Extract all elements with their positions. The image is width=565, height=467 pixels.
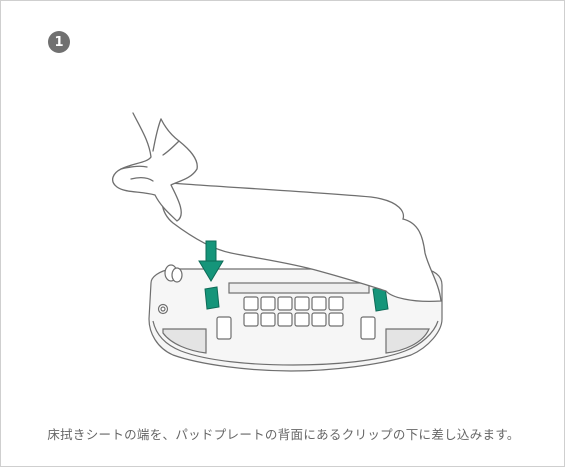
step-number: 1 xyxy=(54,34,64,50)
clip-left xyxy=(204,286,220,310)
illustration xyxy=(111,112,443,372)
hand xyxy=(111,112,198,222)
instruction-caption: 床拭きシートの端を、パッドプレートの背面にあるクリップの下に差し込みます。 xyxy=(47,427,520,442)
pad-plate xyxy=(148,264,443,372)
step-number-badge: 1 xyxy=(48,31,70,53)
down-arrow-icon xyxy=(198,240,224,282)
